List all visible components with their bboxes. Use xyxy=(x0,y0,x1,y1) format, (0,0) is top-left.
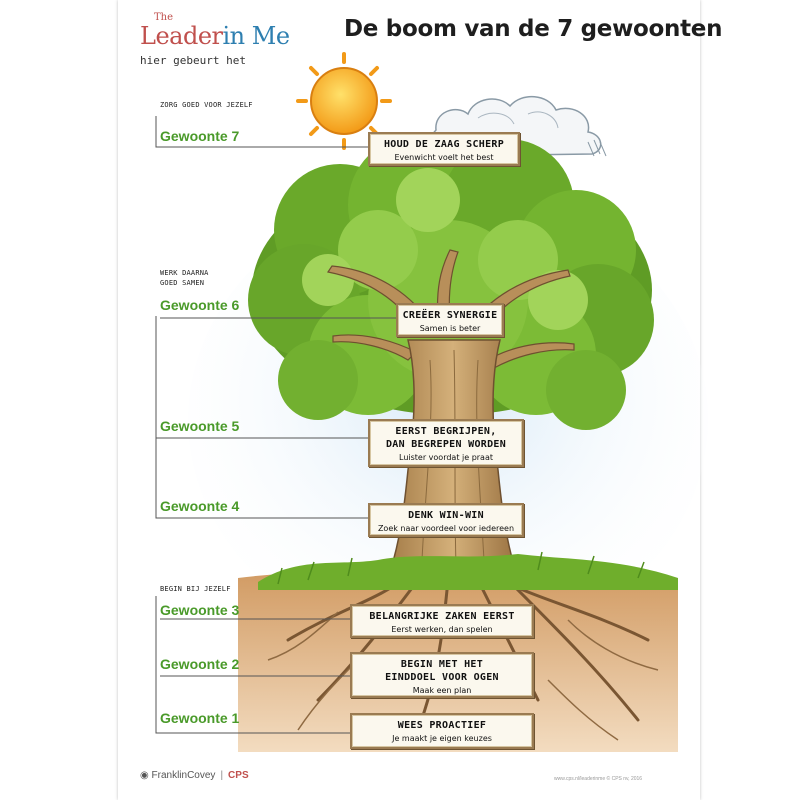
sign-title: HOUD DE ZAAG SCHERP xyxy=(383,139,505,150)
sign-habit-4: DENK WIN-WIN Zoek naar voordeel voor ied… xyxy=(368,503,524,537)
sign-subtitle: Luister voordat je praat xyxy=(399,453,493,462)
poster: The Leaderin Me hier gebeurt het De boom… xyxy=(118,0,722,800)
sign-subtitle: Evenwicht voelt het best xyxy=(394,153,494,162)
sign-subtitle: Zoek naar voordeel voor iedereen xyxy=(377,524,515,533)
cps-logo: CPS xyxy=(228,770,249,781)
sign-title-line: DAN BEGREPEN WORDEN xyxy=(385,439,507,450)
page-title: De boom van de 7 gewoonten xyxy=(344,16,723,42)
habit-label-5: Gewoonte 5 xyxy=(160,418,240,434)
sign-habit-1: WEES PROACTIEF Je maakt je eigen keuzes xyxy=(350,713,534,749)
footer-copyright: www.cps.nl/leaderinme © CPS nv, 2016 xyxy=(554,776,643,782)
sign-title-line: EERST BEGRIJPEN, xyxy=(395,426,497,437)
tree-foliage xyxy=(248,135,654,430)
sign-subtitle: Eerst werken, dan spelen xyxy=(391,625,493,634)
brand-the: The xyxy=(154,12,174,23)
category-begin-bij-jezelf: BEGIN BIJ JEZELF xyxy=(160,585,231,593)
sign-subtitle: Je maakt je eigen keuzes xyxy=(392,734,492,743)
sign-habit-2: BEGIN MET HET EINDDOEL VOOR OGEN Maak ee… xyxy=(350,652,534,698)
habit-label-1: Gewoonte 1 xyxy=(160,710,240,726)
footer-separator: | xyxy=(220,770,224,781)
habit-label-3: Gewoonte 3 xyxy=(160,602,240,618)
category-line: WERK DAARNA xyxy=(160,269,209,277)
sign-title-line: EINDDOEL VOOR OGEN xyxy=(385,672,499,683)
habit-label-4: Gewoonte 4 xyxy=(160,498,240,514)
sign-habit-7: HOUD DE ZAAG SCHERP Evenwicht voelt het … xyxy=(368,132,520,166)
footer-logos: ◉ FranklinCovey | CPS xyxy=(140,770,249,781)
franklincovey-logo-icon: ◉ xyxy=(140,770,149,781)
sign-habit-6: CREËER SYNERGIE Samen is beter xyxy=(396,303,504,337)
brand-in-me: in Me xyxy=(222,22,291,50)
sign-title: BELANGRIJKE ZAKEN EERST xyxy=(369,611,515,622)
sign-title: DENK WIN-WIN xyxy=(408,510,484,521)
sign-habit-3: BELANGRIJKE ZAKEN EERST Eerst werken, da… xyxy=(350,604,534,638)
sign-subtitle: Maak een plan xyxy=(412,686,472,695)
grass-blades xyxy=(277,551,645,585)
brand-tagline: hier gebeurt het xyxy=(140,54,246,67)
grass xyxy=(258,554,678,590)
sun-icon xyxy=(296,52,392,150)
brand-wordmark: Leaderin Me xyxy=(140,22,290,50)
category-line: GOED SAMEN xyxy=(160,279,205,287)
habit-label-6: Gewoonte 6 xyxy=(160,297,240,313)
category-werk-daarna-goed-samen: WERK DAARNA GOED SAMEN xyxy=(160,268,209,288)
connector-lines xyxy=(155,116,396,734)
sign-subtitle: Samen is beter xyxy=(419,324,481,333)
sign-title: WEES PROACTIEF xyxy=(397,720,487,731)
habit-label-7: Gewoonte 7 xyxy=(160,128,240,144)
sign-title-line: BEGIN MET HET xyxy=(400,659,484,670)
category-zorg-goed-voor-jezelf: ZORG GOED VOOR JEZELF xyxy=(160,101,253,109)
sign-habit-5: EERST BEGRIJPEN, DAN BEGREPEN WORDEN Lui… xyxy=(368,419,524,467)
habit-label-2: Gewoonte 2 xyxy=(160,656,240,672)
franklincovey-name: FranklinCovey xyxy=(151,770,216,781)
sign-title: CREËER SYNERGIE xyxy=(402,310,498,321)
brand-leader: Leader xyxy=(140,22,223,50)
